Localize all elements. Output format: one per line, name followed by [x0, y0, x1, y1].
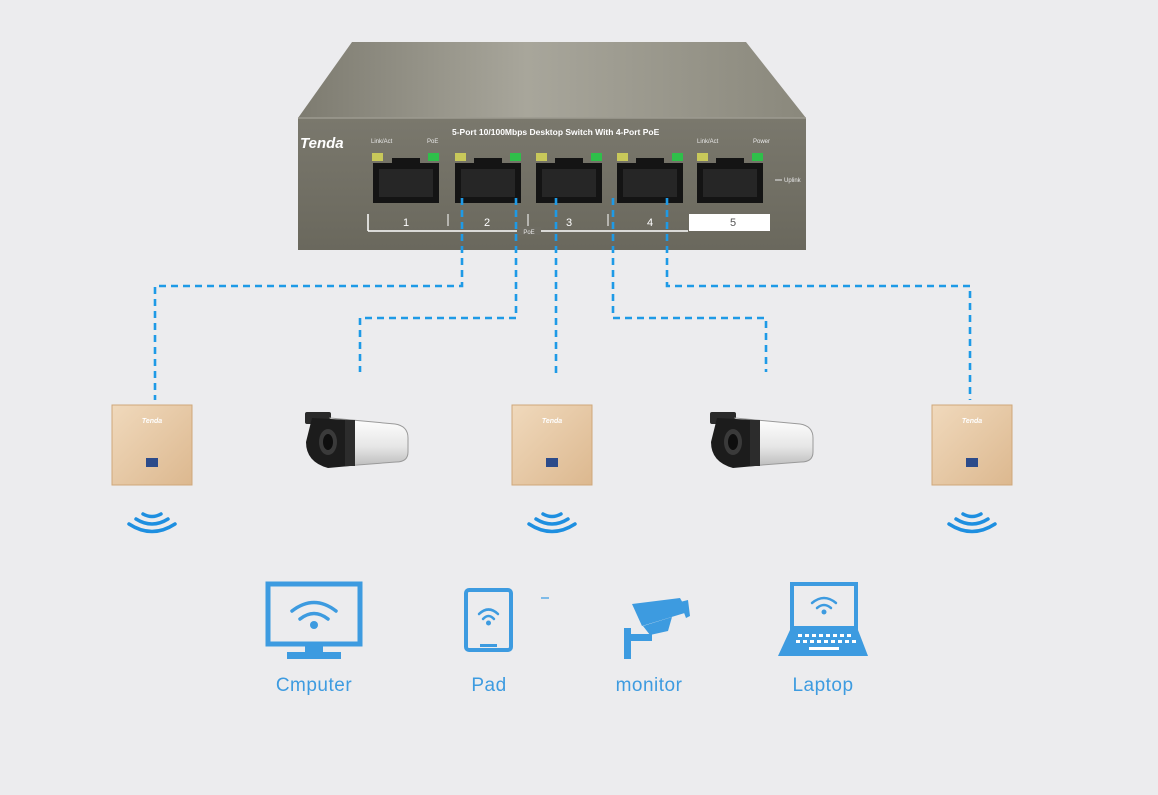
link-led [697, 153, 708, 161]
power-led [752, 153, 763, 161]
right-link-label: Link/Act [697, 139, 719, 145]
port-number-1: 1 [403, 217, 409, 229]
port-number-2: 2 [484, 217, 490, 229]
ap-ethernet-port [146, 458, 158, 467]
ap-brand-logo: Tenda [142, 418, 162, 425]
device-label-laptop: Laptop [792, 675, 854, 696]
switch-port-4 [617, 153, 683, 203]
ap-brand-logo: Tenda [962, 418, 982, 425]
link-led [455, 153, 466, 161]
poe-led [672, 153, 683, 161]
left-link-label: Link/Act [371, 139, 393, 145]
computer-monitor-icon [265, 581, 363, 659]
bullet-camera-left [305, 412, 409, 468]
power-label: Power [753, 139, 770, 145]
switch-port-5 [697, 153, 763, 203]
poe-led [510, 153, 521, 161]
switch-port-1 [372, 153, 439, 203]
cable-port4-to-camera-right [611, 198, 768, 372]
ap-brand-logo: Tenda [542, 418, 562, 425]
link-led [536, 153, 547, 161]
stray-mark [541, 597, 549, 599]
tablet-icon [464, 588, 513, 652]
switch-port-2 [455, 153, 521, 203]
switch-model-text: 5-Port 10/100Mbps Desktop Switch With 4-… [452, 127, 660, 137]
access-point-center: Tenda [511, 404, 593, 486]
switch-top [298, 42, 806, 118]
access-point-right: Tenda [931, 404, 1013, 486]
ap-ethernet-port [966, 458, 978, 467]
security-camera-icon [624, 598, 690, 659]
access-point-left: Tenda [111, 404, 193, 486]
poe-group-label: PoE [523, 230, 534, 236]
bullet-camera-right [710, 412, 814, 468]
device-label-pad: Pad [471, 675, 507, 696]
device-label-monitor: monitor [615, 675, 683, 696]
port-number-4: 4 [647, 217, 653, 229]
cable-port2-to-ap-left [153, 198, 464, 400]
laptop-icon [778, 582, 868, 656]
port-number-3: 3 [566, 217, 572, 229]
uplink-port-label-box [689, 214, 770, 231]
device-label-computer: Cmputer [275, 675, 353, 696]
poe-switch: Tenda 5-Port 10/100Mbps Desktop Switch W… [298, 42, 806, 250]
poe-led [591, 153, 602, 161]
cable-connections [153, 198, 972, 400]
cable-port4-to-ap-right [665, 198, 972, 400]
uplink-label: Uplink [784, 178, 802, 184]
wifi-signal-icon [947, 512, 997, 534]
link-led [372, 153, 383, 161]
ap-ethernet-port [546, 458, 558, 467]
switch-port-3 [536, 153, 602, 203]
wifi-signal-icon [127, 512, 177, 534]
poe-led [428, 153, 439, 161]
wifi-signal-icon [527, 512, 577, 534]
left-poe-label: PoE [427, 139, 438, 145]
switch-brand-logo: Tenda [300, 135, 344, 152]
port-number-5: 5 [730, 217, 736, 229]
cable-port2-to-camera-left [358, 198, 518, 372]
link-led [617, 153, 628, 161]
